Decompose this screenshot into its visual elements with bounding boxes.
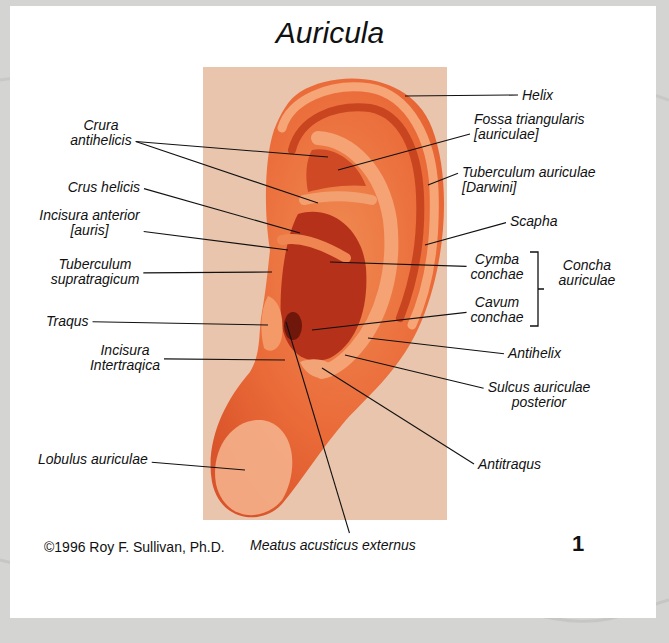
part-label: Scapha <box>510 214 557 229</box>
part-label: Incisura Intertraqica <box>80 343 170 372</box>
leader-line <box>93 322 268 325</box>
lobule <box>215 420 292 515</box>
part-label: Meatus acusticus externus <box>250 538 416 553</box>
leader-line <box>152 462 245 470</box>
leader-line <box>286 322 349 533</box>
part-label: Tuberculum supratragicum <box>40 257 150 286</box>
part-label: Tuberculum auriculae [Darwini] <box>462 165 632 194</box>
part-label: Antihelix <box>508 346 561 361</box>
slide-number: 1 <box>572 532 584 555</box>
group-label: Concha auriculae <box>548 258 626 287</box>
part-label: Antitraqus <box>478 457 541 472</box>
leader-line <box>330 262 467 266</box>
part-label: Sulcus auriculae posterior <box>478 380 600 409</box>
concha <box>281 212 367 361</box>
part-label: Cavum conchae <box>466 295 528 324</box>
part-label: Helix <box>522 88 553 103</box>
leader-line <box>405 95 518 96</box>
part-label: Incisura anterior [auris] <box>22 208 157 237</box>
leader-line <box>144 232 288 250</box>
part-label: Cymba conchae <box>466 252 528 281</box>
concha-bracket <box>530 252 544 326</box>
antitragus <box>300 359 338 378</box>
leader-line <box>345 355 484 388</box>
leader-line <box>136 142 328 157</box>
crus-helicis <box>282 239 346 258</box>
part-label: Crus helicis <box>45 180 140 195</box>
white-panel <box>10 6 656 618</box>
leader-line <box>143 271 272 273</box>
leader-line <box>144 189 300 233</box>
copyright-note: ©1996 Roy F. Sullivan, Ph.D. <box>44 540 225 555</box>
leader-line <box>425 223 506 245</box>
diagram-title: Auricula <box>276 16 384 50</box>
leader-line <box>322 368 474 464</box>
leader-line <box>164 359 285 360</box>
leader-line <box>312 312 467 330</box>
crus-antihelicis <box>304 196 372 200</box>
part-label: Crura antihelicis <box>60 118 142 147</box>
part-label: Traqus <box>46 314 89 329</box>
leader-line <box>368 338 504 354</box>
leader-line <box>338 134 470 170</box>
auricle <box>211 79 445 518</box>
part-label: Fossa triangularis [auriculae] <box>474 112 619 141</box>
tragus <box>261 296 282 351</box>
part-label: Lobulus auriculae <box>38 452 148 467</box>
leader-line <box>428 173 458 185</box>
